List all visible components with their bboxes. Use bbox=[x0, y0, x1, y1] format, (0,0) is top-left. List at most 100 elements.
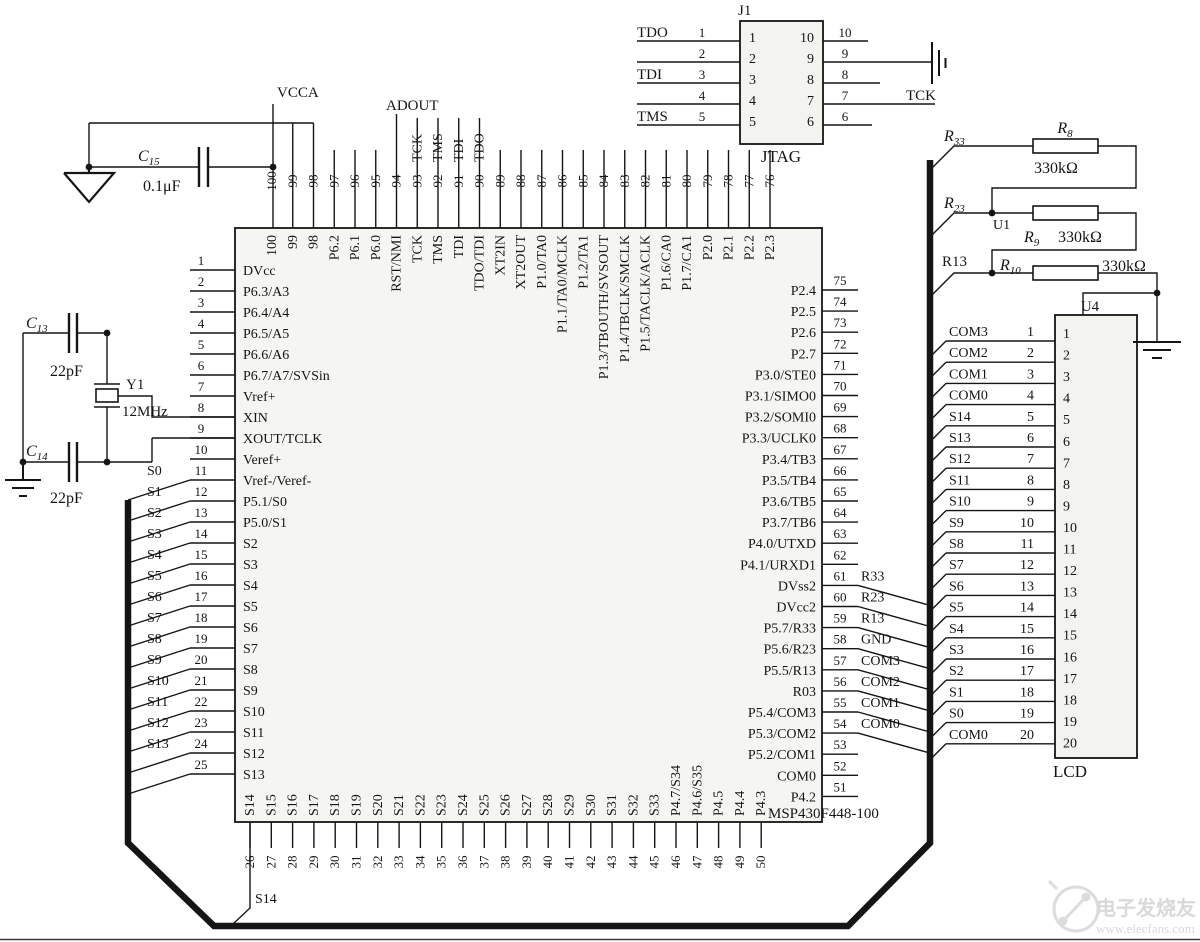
mcu-left-pin-number-14: 14 bbox=[195, 526, 209, 541]
r9-ref: R9 bbox=[1023, 229, 1040, 249]
mcu-bottom-pin-label-46: P4.7/S34 bbox=[669, 765, 684, 816]
s14-net-label: S14 bbox=[255, 892, 277, 907]
mcu-left-pin-bus-link-22 bbox=[127, 710, 191, 732]
mcu-bottom-pin-number-45: 45 bbox=[647, 856, 662, 869]
jtag-pin-number-1: 1 bbox=[749, 31, 756, 46]
lcd-pin-number-6: 6 bbox=[1063, 435, 1070, 450]
mcu-top-pin-net-92: TMS bbox=[431, 133, 446, 162]
mcu-right-pin-number-63: 63 bbox=[834, 526, 847, 541]
c14-value: 22pF bbox=[50, 490, 83, 507]
generated-pins: 1001009999989897P6.296P6.195P6.094RST/NM… bbox=[127, 25, 1077, 869]
jtag-pin-number-6: 6 bbox=[807, 115, 814, 130]
mcu-left-pin-number-6: 6 bbox=[198, 358, 205, 373]
crystal-value: 12MHz bbox=[122, 404, 168, 420]
vcca-label: VCCA bbox=[277, 85, 319, 101]
mcu-left-pin-label-6: P6.7/A7/SVSin bbox=[243, 369, 330, 384]
lcd-title: LCD bbox=[1053, 762, 1087, 781]
mcu-right-pin-bus-link-57 bbox=[857, 669, 931, 691]
mcu-left-pin-bus-link-15 bbox=[127, 563, 191, 585]
mcu-bottom-pin-number-29: 29 bbox=[306, 856, 321, 869]
mcu-right-pin-label-59: P5.7/R33 bbox=[763, 622, 816, 637]
lcd-pin-bus-link-16 bbox=[929, 658, 947, 676]
mcu-left-pin-bus-link-14 bbox=[127, 542, 191, 564]
mcu-left-pin-number-24: 24 bbox=[195, 736, 209, 751]
lcd-pin-number-16: 16 bbox=[1063, 650, 1077, 665]
mcu-left-pin-number-21: 21 bbox=[195, 673, 208, 688]
lcd-pin-net-12: S7 bbox=[949, 558, 964, 573]
lcd-pin-wire-number-19: 19 bbox=[1020, 707, 1034, 722]
mcu-right-pin-net-59: R13 bbox=[861, 612, 884, 627]
c15-value: 0.1μF bbox=[143, 178, 181, 195]
mcu-right-pin-bus-link-54 bbox=[857, 732, 931, 754]
mcu-right-pin-net-55: COM1 bbox=[861, 696, 900, 711]
c15-capacitor-symbol bbox=[197, 147, 210, 187]
mcu-right-pin-number-69: 69 bbox=[834, 400, 847, 415]
mcu-bottom-pin-number-28: 28 bbox=[285, 856, 300, 869]
mcu-right-pin-bus-link-60 bbox=[857, 605, 931, 628]
mcu-left-pin-bus-link-23 bbox=[127, 731, 191, 753]
mcu-top-pin-number-100: 100 bbox=[264, 171, 279, 191]
jtag-right-wire-number-8: 8 bbox=[842, 67, 849, 82]
mcu-right-pin-number-71: 71 bbox=[834, 357, 847, 372]
mcu-right-pin-number-68: 68 bbox=[834, 421, 847, 436]
mcu-top-pin-number-78: 78 bbox=[721, 175, 736, 188]
crystal-ref: Y1 bbox=[126, 377, 144, 393]
u4-ref: U4 bbox=[1081, 299, 1100, 315]
mcu-top-pin-label-100: 100 bbox=[265, 235, 280, 256]
lcd-pin-number-10: 10 bbox=[1063, 521, 1077, 536]
lcd-pin-number-5: 5 bbox=[1063, 413, 1070, 428]
mcu-left-pin-number-2: 2 bbox=[198, 274, 205, 289]
lcd-pin-wire-number-9: 9 bbox=[1027, 495, 1034, 510]
jtag-right-wire-number-9: 9 bbox=[842, 46, 849, 61]
mcu-right-pin-label-67: P3.4/TB3 bbox=[762, 453, 816, 468]
mcu-left-pin-label-15: S3 bbox=[243, 558, 258, 573]
mcu-left-pin-number-15: 15 bbox=[195, 547, 208, 562]
mcu-left-pin-bus-link-17 bbox=[127, 605, 191, 627]
mcu-right-pin-net-54: COM0 bbox=[861, 717, 900, 732]
mcu-top-pin-number-98: 98 bbox=[306, 175, 321, 188]
lcd-pin-number-20: 20 bbox=[1063, 736, 1077, 751]
mcu-left-pin-net-14: S3 bbox=[147, 527, 162, 542]
mcu-bottom-pin-number-49: 49 bbox=[732, 856, 747, 869]
lcd-pin-bus-link-20 bbox=[929, 743, 947, 761]
lcd-pin-net-9: S10 bbox=[949, 495, 971, 510]
jtag-signal-label-TMS: TMS bbox=[637, 109, 668, 125]
mcu-left-pin-label-21: S9 bbox=[243, 684, 258, 699]
mcu-left-pin-label-25: S13 bbox=[243, 768, 265, 783]
mcu-right-pin-number-61: 61 bbox=[834, 568, 847, 583]
mcu-top-pin-label-88: XT2OUT bbox=[514, 235, 529, 290]
mcu-bottom-pin-label-42: S30 bbox=[584, 794, 599, 816]
mcu-top-pin-number-85: 85 bbox=[575, 175, 590, 188]
jtag-pin-number-7: 7 bbox=[807, 94, 814, 109]
mcu-left-pin-bus-link-24 bbox=[127, 752, 191, 774]
lcd-pin-net-4: COM0 bbox=[949, 389, 988, 404]
mcu-bottom-pin-number-35: 35 bbox=[434, 856, 449, 869]
mcu-bottom-pin-number-43: 43 bbox=[604, 856, 619, 869]
mcu-left-pin-label-22: S10 bbox=[243, 705, 265, 720]
mcu-left-pin-net-21: S10 bbox=[147, 674, 169, 689]
mcu-top-pin-label-95: P6.0 bbox=[369, 235, 384, 260]
mcu-right-pin-net-57: COM3 bbox=[861, 654, 900, 669]
lcd-pin-number-8: 8 bbox=[1063, 478, 1070, 493]
mcu-right-pin-label-56: R03 bbox=[793, 685, 816, 700]
lcd-pin-wire-number-16: 16 bbox=[1020, 643, 1034, 658]
mcu-right-pin-number-75: 75 bbox=[834, 273, 847, 288]
lcd-pin-net-7: S12 bbox=[949, 452, 971, 467]
lcd-pin-number-19: 19 bbox=[1063, 715, 1077, 730]
mcu-right-pin-label-57: P5.5/R13 bbox=[763, 664, 816, 679]
mcu-left-pin-net-15: S4 bbox=[147, 548, 162, 563]
mcu-top-pin-label-86: P1.1/TA0/MCLK bbox=[556, 235, 571, 333]
lcd-pin-wire-number-15: 15 bbox=[1020, 622, 1034, 637]
lcd-pin-number-15: 15 bbox=[1063, 629, 1077, 644]
mcu-left-pin-bus-link-20 bbox=[127, 668, 191, 690]
mcu-left-pin-label-3: P6.4/A4 bbox=[243, 306, 289, 321]
jtag-right-wire-number-10: 10 bbox=[839, 25, 852, 40]
r8-value: 330kΩ bbox=[1034, 160, 1078, 177]
mcu-right-pin-number-62: 62 bbox=[834, 547, 847, 562]
mcu-top-pin-net-93: TCK bbox=[410, 134, 425, 162]
mcu-top-pin-number-87: 87 bbox=[534, 174, 549, 188]
mcu-bottom-pin-number-30: 30 bbox=[327, 856, 342, 869]
ground-bars-icon bbox=[5, 462, 41, 497]
mcu-right-pin-number-74: 74 bbox=[834, 294, 848, 309]
lcd-pin-bus-link-15 bbox=[929, 637, 947, 655]
